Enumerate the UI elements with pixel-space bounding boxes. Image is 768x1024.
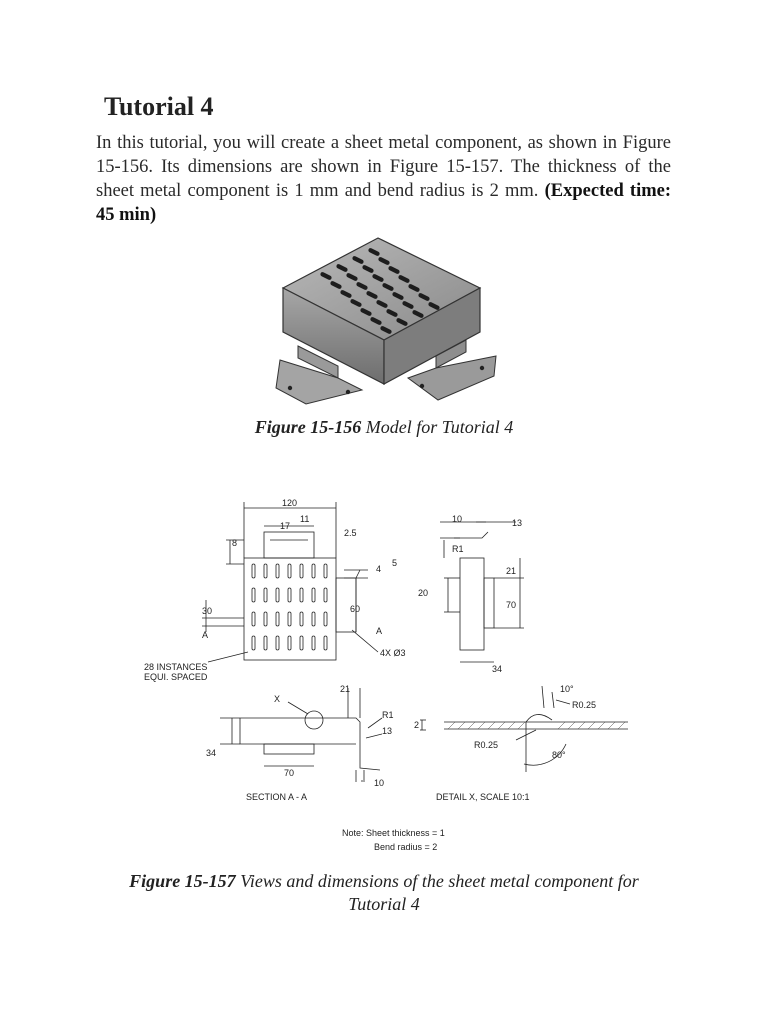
detail-dim-2: 2 [414, 720, 419, 730]
detail-x-circle [304, 710, 324, 730]
section-title: SECTION A - A [246, 792, 307, 802]
side-dim-34: 34 [492, 664, 502, 674]
section-profile [240, 717, 381, 771]
section-dim-21: 21 [340, 684, 350, 694]
dim-30: 30 [202, 606, 212, 616]
note-line-1: Note: Sheet thickness = 1 [342, 828, 445, 838]
side-dim-21: 21 [506, 566, 516, 576]
slot-pattern [320, 248, 440, 334]
expected-time: (Expected time: 45 min) [96, 181, 671, 225]
figure-caption-text-2a: Views and dimensions of the sheet metal … [235, 871, 639, 891]
section-dim-13: 13 [382, 726, 392, 736]
section-dim-34: 34 [206, 748, 216, 758]
note-line-2: Bend radius = 2 [374, 842, 437, 852]
dim-2-5: 2.5 [344, 528, 357, 538]
detail-title: DETAIL X, SCALE 10:1 [436, 792, 530, 802]
detail-angle-80: 80° [552, 750, 566, 760]
engineering-drawing: 120 11 17 2.5 8 4 5 30 60 A A 4X Ø3 28 I… [144, 498, 628, 852]
detail-r025-bottom: R0.25 [474, 740, 498, 750]
dim-17: 17 [280, 521, 290, 531]
slot-grid [251, 563, 328, 651]
side-view-outline [459, 557, 485, 651]
page-title: Tutorial 4 [104, 92, 214, 121]
dim-11: 11 [300, 514, 309, 524]
side-dim-70: 70 [506, 600, 516, 610]
figure-caption-text-1: Model for Tutorial 4 [361, 417, 514, 437]
figure-number-2: Figure 15-157 [129, 871, 236, 891]
section-dim-70: 70 [284, 768, 294, 778]
figure-caption-2: Figure 15-157 Views and dimensions of th… [0, 870, 768, 916]
dim-5: 5 [392, 558, 397, 568]
section-mark-a-left: A [202, 630, 208, 640]
holes-label: 4X Ø3 [380, 648, 406, 658]
dim-4: 4 [376, 564, 381, 574]
dim-8: 8 [232, 538, 237, 548]
detail-angle-10: 10° [560, 684, 574, 694]
section-dim-10: 10 [374, 778, 384, 788]
detail-hatching [447, 721, 626, 730]
figure-caption-1: Figure 15-156 Model for Tutorial 4 [0, 417, 768, 438]
detail-bend [525, 714, 553, 723]
instances-label-2: EQUI. SPACED [144, 672, 208, 682]
side-dim-13: 13 [512, 518, 522, 528]
intro-paragraph: In this tutorial, you will create a shee… [96, 131, 671, 227]
top-view-outline [243, 557, 337, 661]
dim-60: 60 [350, 604, 360, 614]
section-r1: R1 [382, 710, 394, 720]
intro-text: In this tutorial, you will create a shee… [96, 133, 671, 201]
sheet-metal-model-figure [275, 237, 497, 405]
detail-x-marker: X [274, 694, 280, 704]
figure-number-1: Figure 15-156 [254, 417, 362, 437]
detail-r025-top: R0.25 [572, 700, 596, 710]
dim-120: 120 [282, 498, 297, 508]
side-dim-10: 10 [452, 514, 462, 524]
side-r1: R1 [452, 544, 464, 554]
instances-label-1: 28 INSTANCES [144, 662, 207, 672]
section-mark-a-right: A [376, 626, 382, 636]
top-view-flange [263, 531, 315, 559]
side-dim-20: 20 [418, 588, 428, 598]
figure-caption-text-2b: Tutorial 4 [348, 894, 420, 914]
